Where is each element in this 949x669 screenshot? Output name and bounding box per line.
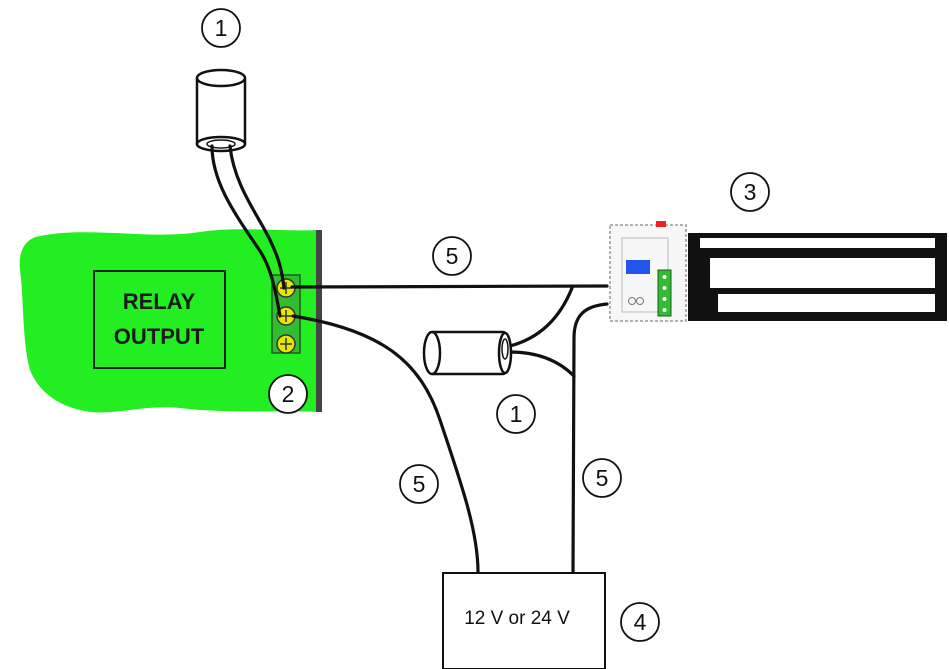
relay-output-label-2: OUTPUT xyxy=(114,324,205,349)
callout-5-top: 5 xyxy=(432,236,472,276)
relay-output-box xyxy=(93,270,226,369)
callout-4: 4 xyxy=(620,602,660,642)
wire-top xyxy=(290,284,609,289)
power-supply xyxy=(442,572,606,669)
relay-output-label-1: RELAY xyxy=(123,289,196,314)
wire-left xyxy=(291,314,480,574)
svg-text:5: 5 xyxy=(446,243,459,269)
callout-5-left: 5 xyxy=(399,464,439,504)
diode-top xyxy=(195,68,247,153)
terminal-screw xyxy=(276,334,296,354)
diode-lead xyxy=(508,286,574,348)
callout-5-right: 5 xyxy=(582,458,622,498)
controller-terminals xyxy=(657,269,672,317)
svg-text:5: 5 xyxy=(413,471,426,497)
diode-mid xyxy=(422,330,513,376)
svg-text:1: 1 xyxy=(215,15,228,41)
maglock xyxy=(688,233,947,321)
svg-text:4: 4 xyxy=(634,609,647,635)
diode-lead xyxy=(210,144,282,318)
svg-text:1: 1 xyxy=(510,401,523,427)
callout-2: 2 xyxy=(268,374,308,414)
maglock-controller xyxy=(609,221,687,322)
svg-text:5: 5 xyxy=(596,465,609,491)
wire-right xyxy=(571,302,609,574)
svg-text:2: 2 xyxy=(282,381,295,407)
power-supply-label: 12 V or 24 V xyxy=(464,608,570,629)
callout-1-top: 1 xyxy=(201,8,241,48)
indicator-blue xyxy=(626,260,650,274)
diode-lead xyxy=(228,144,286,290)
svg-text:3: 3 xyxy=(744,179,757,205)
diode-lead xyxy=(508,350,576,378)
callout-3: 3 xyxy=(730,172,770,212)
indicator-red xyxy=(656,221,666,227)
callout-1-mid: 1 xyxy=(496,394,536,434)
